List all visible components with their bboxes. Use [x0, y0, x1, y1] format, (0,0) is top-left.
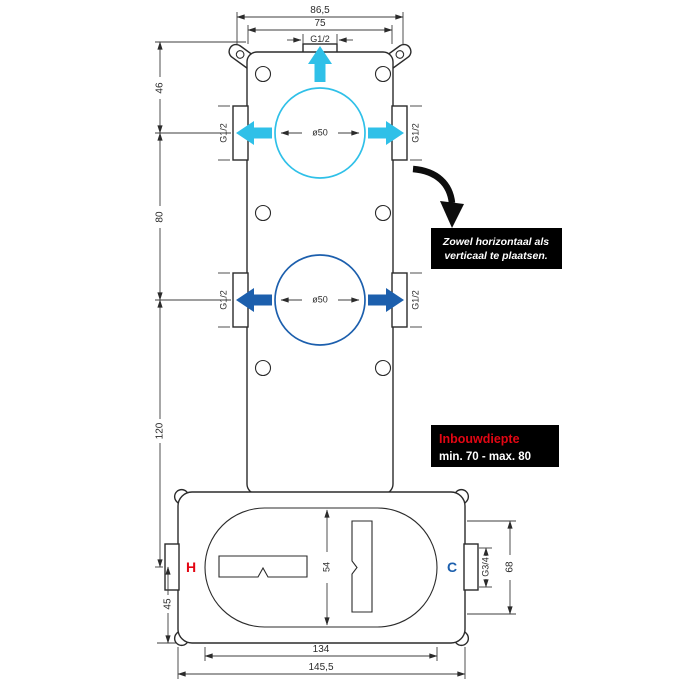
screw-hole	[374, 359, 392, 377]
port1-group: ø50 G1/2 G1/2	[218, 46, 422, 179]
dim-54: 54	[321, 562, 331, 572]
dim-120: 120	[155, 422, 166, 439]
base-left-port	[164, 543, 180, 591]
bottom-dimensions: 134 145,5	[177, 644, 466, 679]
flow-arrow-left-icon	[236, 288, 272, 312]
dim-46: 46	[155, 82, 166, 94]
flow-arrow-right-icon	[368, 288, 404, 312]
note-line2: verticaal te plaatsen.	[444, 250, 547, 262]
tab-hole	[235, 50, 245, 59]
port1-diameter-label: ø50	[312, 127, 328, 137]
dim-68: 68	[505, 561, 516, 573]
port2-right-thread-label: G1/2	[410, 290, 420, 310]
mixer-body	[246, 51, 394, 495]
screw-hole	[254, 359, 272, 377]
depth-note: Inbouwdiepte min. 70 - max. 80	[431, 425, 559, 467]
dim-80: 80	[155, 211, 166, 223]
curved-arrow-icon	[412, 165, 456, 204]
base-right-port	[463, 543, 479, 591]
depth-range: min. 70 - max. 80	[439, 451, 531, 463]
port2-circle	[274, 254, 366, 346]
base-group: H C 54 G3/4 68	[186, 509, 516, 626]
dim-top-thread: G1/2	[310, 34, 330, 44]
depth-box	[431, 425, 559, 467]
dim-top-holes: 75	[314, 18, 326, 29]
screw-hole	[254, 65, 272, 83]
dim-1455: 145,5	[308, 662, 333, 673]
curved-arrow-head	[440, 201, 464, 228]
tab-hole	[395, 50, 405, 59]
depth-title: Inbouwdiepte	[439, 432, 520, 446]
horizontal-slot	[218, 555, 308, 578]
flow-arrow-up-icon	[308, 46, 332, 82]
left-dimension-chain: 46 80 120 45	[155, 41, 246, 644]
fixture-outline	[164, 43, 479, 647]
dim-134: 134	[313, 644, 330, 655]
top-dimensions: 86,5 75 G1/2	[236, 5, 404, 44]
flow-arrow-right-icon	[368, 121, 404, 145]
screw-hole	[374, 65, 392, 83]
placement-note: Zowel horizontaal als verticaal te plaat…	[412, 165, 562, 269]
flow-arrow-left-icon	[236, 121, 272, 145]
hot-label: H	[186, 559, 196, 575]
port1-circle	[274, 87, 366, 179]
dim-45: 45	[163, 598, 174, 610]
dim-top-outer: 86,5	[310, 5, 330, 16]
note-line1: Zowel horizontaal als	[442, 236, 549, 248]
vertical-slot	[351, 520, 373, 613]
note-box	[431, 228, 562, 269]
dim-g34: G3/4	[480, 557, 490, 577]
port2-diameter-label: ø50	[312, 294, 328, 304]
cold-label: C	[447, 559, 457, 575]
port1-right-thread-label: G1/2	[410, 123, 420, 143]
screw-hole	[254, 204, 272, 222]
screw-hole	[374, 204, 392, 222]
cartridge-oval	[204, 507, 438, 628]
